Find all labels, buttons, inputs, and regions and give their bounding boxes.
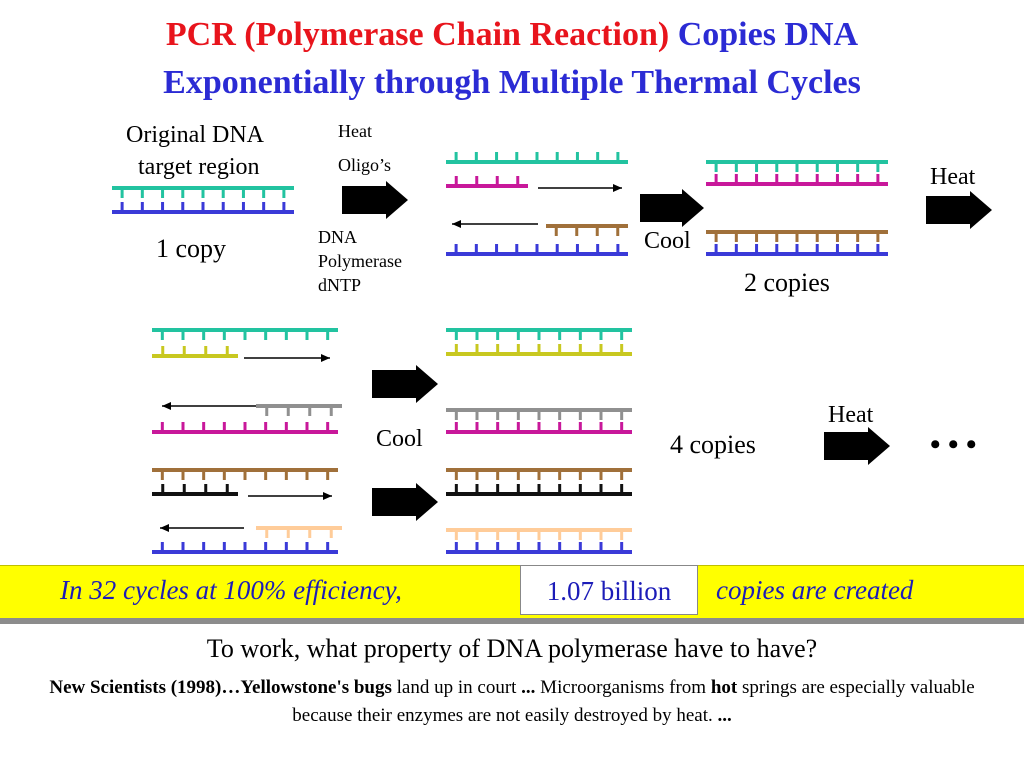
strand-c2-blue — [152, 542, 338, 554]
four-copies-label: 4 copies — [670, 430, 756, 459]
cool-arrow-2b — [372, 483, 438, 521]
ellipsis: • • • — [930, 428, 977, 461]
polymerase-label: Polymerase — [318, 251, 402, 271]
dntp-label: dNTP — [318, 275, 362, 295]
cool-label-1: Cool — [644, 228, 691, 254]
banner-right-text: copies are created — [716, 575, 914, 605]
strand-4c-brown — [446, 468, 632, 480]
primer-c1-magenta — [446, 176, 528, 188]
citation-bold-4: ... — [717, 705, 732, 726]
primer-c1-brown — [546, 224, 628, 236]
title-copies-dna: Copies DNA — [677, 16, 859, 53]
dna-label: DNA — [318, 227, 357, 247]
heat-label-2: Heat — [930, 164, 976, 190]
one-copy-label: 1 copy — [156, 234, 227, 263]
original-dna-label: Original DNA — [126, 122, 264, 148]
strand-2c-brown — [706, 230, 888, 242]
primer-c2-black — [152, 484, 238, 496]
heat-label-3: Heat — [828, 402, 874, 428]
heat-arrow-2 — [926, 191, 992, 229]
title-line-2: Exponentially through Multiple Thermal C… — [163, 64, 861, 101]
citation-text-2: Microorganisms from — [535, 677, 711, 698]
two-copies-label: 2 copies — [744, 268, 830, 297]
title-line-1: PCR (Polymerase Chain Reaction) Copies D… — [0, 14, 1024, 56]
target-region-label: target region — [138, 154, 260, 180]
citation-bold-3: hot — [710, 677, 738, 698]
extension-arrow-c2-3 — [248, 492, 332, 500]
strand-c2-magenta — [152, 422, 338, 434]
citation-bold-1: New Scientists (1998)…Yellowstone's bugs — [49, 677, 392, 698]
strand-4c-yellow — [446, 344, 632, 356]
citation-text-3: springs are especially valuable because … — [292, 677, 975, 726]
primer-c2-peach — [256, 526, 342, 538]
strand-4c-teal — [446, 328, 632, 340]
heat-arrow-1 — [342, 181, 408, 219]
heat-arrow-3 — [824, 427, 890, 465]
result-banner — [0, 565, 1024, 618]
banner-left-text: In 32 cycles at 100% efficiency, — [60, 575, 402, 605]
citation: New Scientists (1998)…Yellowstone's bugs… — [40, 674, 984, 730]
strand-4c-blue — [446, 542, 632, 554]
strand-4c-magenta — [446, 422, 632, 434]
cool-label-2: Cool — [376, 426, 423, 452]
citation-text-1: land up in court — [391, 677, 522, 698]
title-pcr: PCR (Polymerase Chain Reaction) — [165, 16, 670, 53]
extension-arrow-c2-1 — [244, 354, 330, 362]
strand-2c-blue — [706, 244, 888, 256]
strand-c2-brown — [152, 468, 338, 480]
primer-c2-yellow — [152, 346, 238, 358]
heat-label-1: Heat — [338, 121, 372, 141]
citation-bold-2: ... — [521, 677, 536, 698]
extension-arrow-c1-top — [538, 184, 622, 192]
oligos-label: Oligo’s — [338, 155, 392, 175]
extension-arrow-c2-4 — [160, 524, 244, 532]
strand-original-top — [112, 186, 294, 198]
extension-arrow-c1-bottom — [452, 220, 538, 228]
primer-c2-gray — [256, 404, 342, 416]
strand-c1-template-bottom — [446, 244, 628, 256]
strand-4c-gray — [446, 408, 632, 420]
strand-2c-magenta — [706, 174, 888, 186]
strand-4c-black — [446, 484, 632, 496]
strand-2c-teal — [706, 160, 888, 172]
billion-value: 1.07 billion — [546, 576, 672, 606]
cool-arrow-1 — [640, 189, 704, 227]
cool-arrow-2a — [372, 365, 438, 403]
question-text: To work, what property of DNA polymerase… — [206, 634, 818, 663]
billion-box — [520, 565, 698, 615]
strand-c2-teal — [152, 328, 338, 340]
strand-original-bottom — [112, 202, 294, 214]
strand-4c-peach — [446, 528, 632, 540]
strand-c1-template-top — [446, 152, 628, 164]
